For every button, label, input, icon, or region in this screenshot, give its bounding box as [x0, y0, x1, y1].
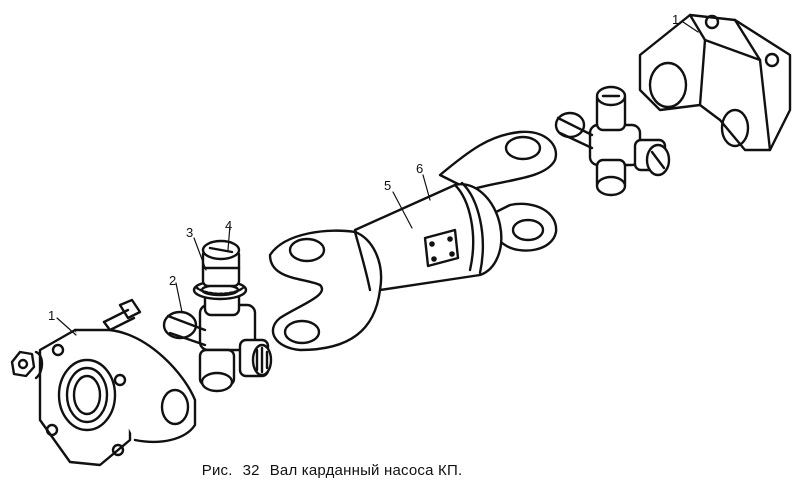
flange-yoke-bottom	[38, 328, 197, 467]
cross-spider-top	[554, 85, 671, 197]
bolt	[102, 298, 142, 332]
cardan-shaft	[268, 130, 558, 352]
callout-flange-top: 1	[672, 12, 679, 27]
bearing-cup	[201, 239, 241, 288]
figure-caption: Рис. 32 Вал карданный насоса КП.	[193, 445, 472, 479]
leader-lines	[56, 21, 699, 336]
nut-washer	[10, 350, 44, 380]
callout-shaft: 6	[416, 161, 423, 176]
callout-marking-plate: 5	[384, 178, 391, 193]
caption-prefix: Рис.	[201, 462, 233, 479]
callout-seal: 3	[186, 225, 193, 240]
callout-bearing-cup: 4	[225, 218, 232, 233]
caption-number: 32	[242, 462, 260, 479]
callout-flange-bottom: 1	[48, 308, 55, 323]
flange-yoke-top	[638, 13, 792, 152]
caption-title: Вал карданный насоса КП.	[269, 462, 463, 479]
callout-cross: 2	[169, 273, 176, 288]
